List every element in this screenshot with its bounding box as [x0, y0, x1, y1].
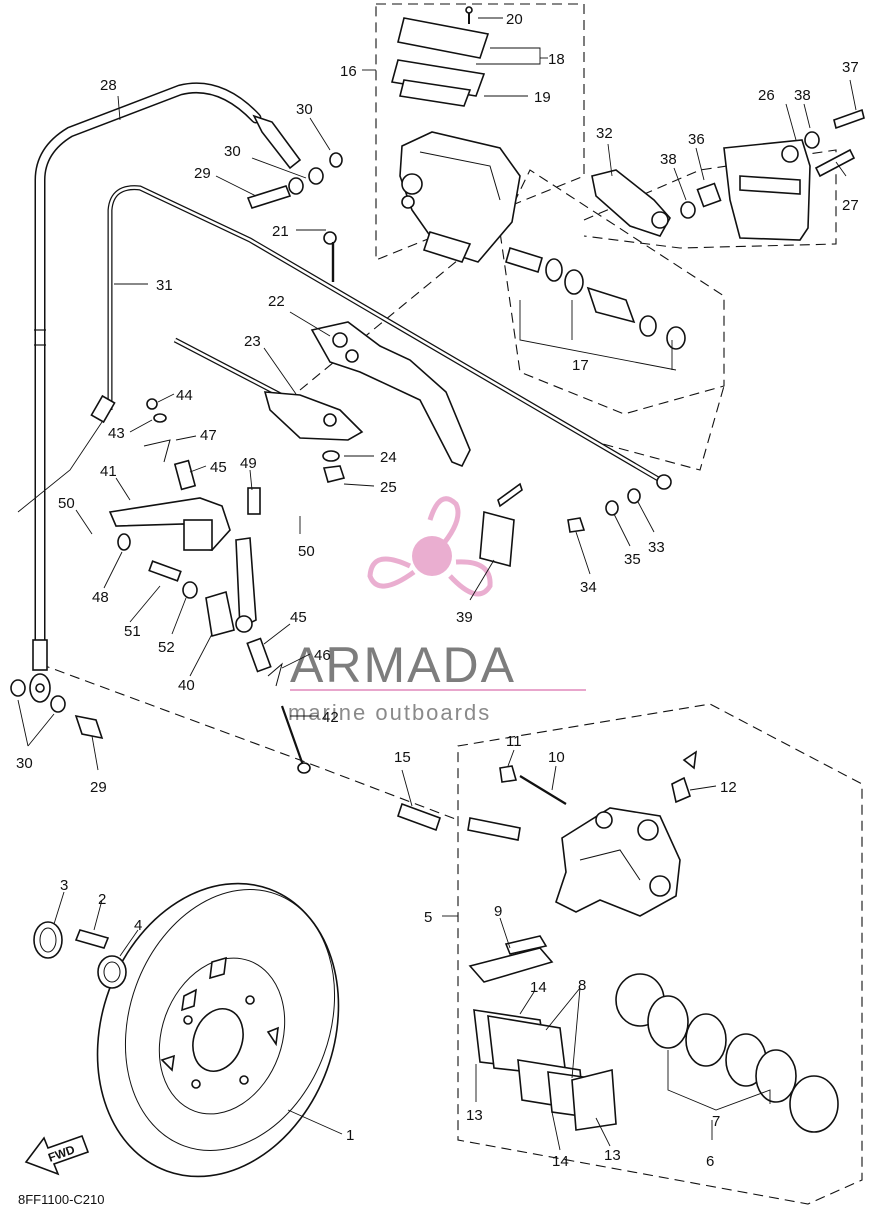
bracket-26 — [591, 108, 865, 241]
callout-33: 33 — [648, 539, 665, 556]
caliper-5 — [555, 750, 698, 917]
callout-42: 42 — [322, 709, 339, 726]
caliper-pistons — [615, 973, 839, 1133]
piece-39 — [479, 482, 523, 568]
brake-pads — [468, 935, 617, 1131]
callout-29-top: 29 — [194, 165, 211, 182]
callout-21: 21 — [272, 223, 289, 240]
callout-14-top: 14 — [530, 979, 547, 996]
callout-48: 48 — [92, 589, 109, 606]
callout-38-right: 38 — [794, 87, 811, 104]
callout-50-left: 50 — [58, 495, 75, 512]
callout-38-left: 38 — [660, 151, 677, 168]
callout-43: 43 — [108, 425, 125, 442]
callout-41: 41 — [100, 463, 117, 480]
callout-8: 8 — [578, 977, 586, 994]
callout-39: 39 — [456, 609, 473, 626]
callout-20: 20 — [506, 11, 523, 28]
brake-hose-28 — [29, 82, 302, 703]
throttle-cable-31 — [17, 185, 672, 513]
callout-3: 3 — [60, 877, 68, 894]
callout-26: 26 — [758, 87, 775, 104]
callout-35: 35 — [624, 551, 641, 568]
cable-23 — [173, 337, 364, 441]
callout-30-mid: 30 — [224, 143, 241, 160]
piston-kit-17 — [505, 246, 686, 371]
callout-9: 9 — [494, 903, 502, 920]
callout-15: 15 — [394, 749, 411, 766]
callout-10: 10 — [548, 749, 565, 766]
callout-22: 22 — [268, 293, 285, 310]
fwd-arrow-icon: FWD — [24, 1134, 90, 1176]
callout-5: 5 — [424, 909, 432, 926]
callout-11: 11 — [506, 733, 522, 750]
callout-4: 4 — [134, 917, 142, 934]
callout-7: 7 — [712, 1113, 720, 1130]
callout-25: 25 — [380, 479, 397, 496]
callout-29-bottom: 29 — [90, 779, 107, 796]
diagram-code: 8FF1100-C210 — [18, 1192, 104, 1207]
callout-45-top: 45 — [210, 459, 227, 476]
callout-14-bottom: 14 — [552, 1153, 569, 1170]
callout-2: 2 — [98, 891, 106, 908]
watermark-tagline: marine outboards — [288, 700, 491, 725]
callout-16: 16 — [340, 63, 357, 80]
callout-19: 19 — [534, 89, 551, 106]
callout-12: 12 — [720, 779, 737, 796]
callout-18: 18 — [548, 51, 565, 68]
callout-17: 17 — [572, 357, 589, 374]
callout-44: 44 — [176, 387, 193, 404]
callout-6: 6 — [706, 1153, 714, 1170]
watermark-brand: ARMADA — [290, 637, 516, 693]
armada-logo-mark — [367, 496, 493, 597]
callout-labels: 20 18 19 16 28 30 30 29 21 31 22 23 24 2… — [16, 11, 859, 1170]
callout-34: 34 — [580, 579, 597, 596]
hub-parts — [33, 921, 127, 989]
callout-52: 52 — [158, 639, 175, 656]
pedal-linkage — [108, 398, 311, 774]
callout-40: 40 — [178, 677, 195, 694]
callout-13-right: 13 — [604, 1147, 621, 1164]
callout-30-top: 30 — [296, 101, 313, 118]
callout-30-bottom: 30 — [16, 755, 33, 772]
callout-31: 31 — [156, 277, 173, 294]
brake-lever-22 — [310, 231, 471, 483]
callout-51: 51 — [124, 623, 141, 640]
callout-36: 36 — [688, 131, 705, 148]
callout-28: 28 — [100, 77, 117, 94]
callout-23: 23 — [244, 333, 261, 350]
callout-45-bottom: 45 — [290, 609, 307, 626]
callout-32: 32 — [596, 125, 613, 142]
callout-50-right: 50 — [298, 543, 315, 560]
callout-13-left: 13 — [466, 1107, 483, 1124]
callout-47: 47 — [200, 427, 217, 444]
fasteners — [10, 152, 641, 841]
brake-disc-1 — [96, 882, 340, 1178]
callout-49: 49 — [240, 455, 257, 472]
callout-37: 37 — [842, 59, 859, 76]
leader-lines — [17, 17, 857, 1151]
master-cylinder-16 — [390, 6, 521, 263]
callout-46: 46 — [314, 647, 331, 664]
callout-27: 27 — [842, 197, 859, 214]
callout-1: 1 — [346, 1127, 354, 1144]
callout-24: 24 — [380, 449, 397, 466]
